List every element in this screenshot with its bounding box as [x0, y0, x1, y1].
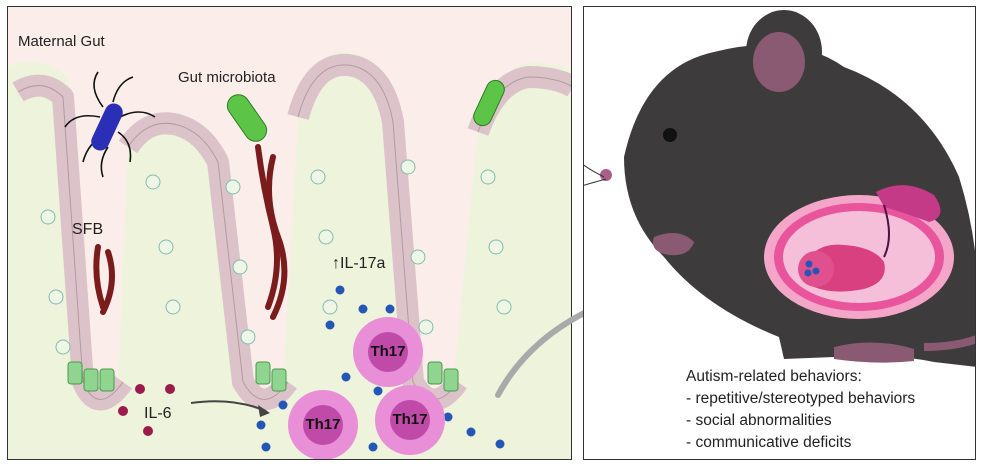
- th17-label-3: Th17: [392, 411, 428, 428]
- up-arrow-icon: ↑: [332, 255, 340, 272]
- th17-label-1: Th17: [370, 343, 406, 360]
- behaviors-title: Autism-related behaviors:: [686, 368, 862, 385]
- pregnant-mouse-illustration: [584, 10, 975, 367]
- maternal-gut-title: Maternal Gut: [18, 33, 105, 50]
- maternal-gut-panel: Maternal Gut Gut microbiota SFB ↑IL-17a …: [7, 6, 572, 460]
- il17-dots: [256, 285, 505, 452]
- gut-illustration: [8, 51, 571, 459]
- mouse-front-paw: [653, 233, 694, 256]
- green-bacterium-icon-2: [473, 79, 505, 127]
- placenta: [876, 185, 941, 222]
- sfb-label: SFB: [72, 221, 104, 238]
- il17a-label: ↑IL-17a: [332, 255, 386, 272]
- flagellated-bacterium-icon: [64, 71, 156, 178]
- behavior-item: - social abnormalities: [686, 412, 832, 429]
- mouse-tail: [923, 335, 975, 351]
- il6-label: IL-6: [144, 405, 172, 422]
- sfb-filament-icon: [93, 144, 288, 320]
- mouse-eye: [663, 128, 677, 142]
- villi-stroma: [8, 51, 571, 459]
- il6-dots: [118, 384, 175, 436]
- gut-microbiota-label: Gut microbiota: [178, 69, 276, 86]
- mouse-panel: [583, 6, 976, 460]
- autism-behaviors-list: Autism-related behaviors: - repetitive/s…: [686, 366, 915, 454]
- green-bacterium-icon: [226, 94, 268, 142]
- th17-cell-1: [353, 317, 423, 387]
- behavior-item: - repetitive/stereotyped behaviors: [686, 390, 916, 407]
- th17-label-2: Th17: [305, 416, 341, 433]
- th17-cell-2: [288, 390, 358, 459]
- mouse-hind-paw: [834, 342, 914, 363]
- behavior-item: - communicative deficits: [686, 434, 852, 451]
- mouse-nose: [600, 169, 612, 181]
- th17-cell-3: [375, 385, 445, 455]
